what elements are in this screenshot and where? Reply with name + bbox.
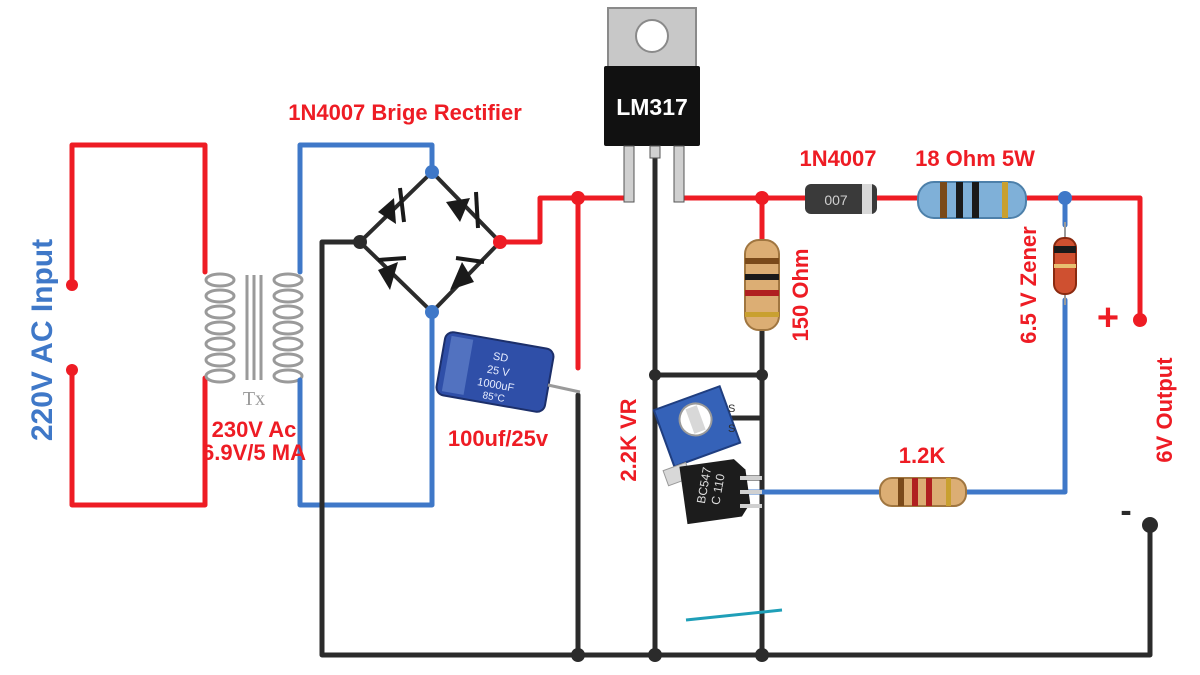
positive-rail	[497, 147, 1147, 371]
input-label: 220V AC Input	[26, 239, 59, 441]
feedback-wire	[737, 195, 1068, 495]
cap-mark-top: SD	[492, 351, 509, 365]
rail-node-cap	[571, 191, 585, 205]
series-diode-1n4007: 007	[805, 184, 877, 214]
ground-node-3	[755, 648, 769, 662]
secondary-wires	[297, 142, 435, 508]
resistor-18-ohm	[917, 181, 1027, 219]
bridge-diode-4	[450, 256, 485, 290]
adj-node	[649, 369, 661, 381]
capacitor: SD 25 V 1000uF 85°C	[435, 331, 555, 413]
bridge-diode-2	[446, 191, 480, 229]
vr-pin-marks: S S	[728, 403, 735, 435]
diode-label: 1N4007	[799, 146, 876, 171]
diode-body-mark: 007	[824, 192, 848, 208]
bridge-diode-1	[378, 187, 406, 224]
transistor-mark-1: BC547	[694, 466, 714, 505]
secondary-coil	[272, 272, 304, 384]
zener-label: 6.5 V Zener	[1016, 226, 1041, 344]
ground-node-1	[571, 648, 585, 662]
transformer-spec-2: 6.9V/5 MA	[202, 440, 306, 465]
power-resistor-label: 18 Ohm 5W	[915, 146, 1035, 171]
svg-text:S: S	[728, 423, 735, 435]
bridge-node-bottom	[425, 305, 439, 319]
capacitor-label: 100uf/25v	[448, 426, 549, 451]
lm317-regulator: LM317	[604, 7, 700, 203]
input-terminal-top	[66, 279, 78, 291]
output-terminal-positive	[1133, 313, 1147, 327]
ac-input-wires	[66, 142, 208, 508]
svg-text:S: S	[728, 403, 735, 415]
plus-sign: +	[1097, 297, 1119, 339]
resistor-1-2k	[879, 477, 967, 507]
input-terminal-bottom	[66, 364, 78, 376]
resistor-1-2k-label: 1.2K	[899, 443, 946, 468]
bridge-node-top	[425, 165, 439, 179]
ground-wires	[319, 147, 1153, 662]
transformer-core	[245, 275, 263, 380]
stray-mark	[685, 608, 783, 622]
resistor-150-ohm	[744, 239, 780, 331]
regulator-label: LM317	[616, 94, 688, 120]
bridge-diode-3	[377, 256, 407, 290]
transistor-mark-2: C 110	[708, 472, 727, 505]
transformer-spec-1: 230V Ac	[212, 417, 297, 442]
adj-node-right	[756, 369, 768, 381]
output-terminal-negative	[1142, 517, 1158, 533]
primary-coil	[204, 272, 236, 384]
output-label: 6V Output	[1152, 357, 1177, 463]
transformer: Tx	[204, 272, 304, 410]
cap-lead	[547, 383, 581, 394]
resistor-150-label: 150 Ohm	[788, 249, 813, 342]
ground-node-2	[648, 648, 662, 662]
cap-mark-voltage: 25 V	[486, 364, 511, 380]
zener-diode	[1053, 222, 1077, 305]
vr-label: 2.2K VR	[616, 398, 641, 481]
bridge-rectifier	[353, 165, 507, 319]
bc547-transistor: BC547 C 110	[679, 459, 762, 525]
minus-sign: -	[1120, 492, 1131, 530]
cap-mark-temp: 85°C	[482, 390, 506, 405]
rectifier-label: 1N4007 Brige Rectifier	[288, 100, 522, 125]
transformer-tag: Tx	[243, 388, 265, 410]
